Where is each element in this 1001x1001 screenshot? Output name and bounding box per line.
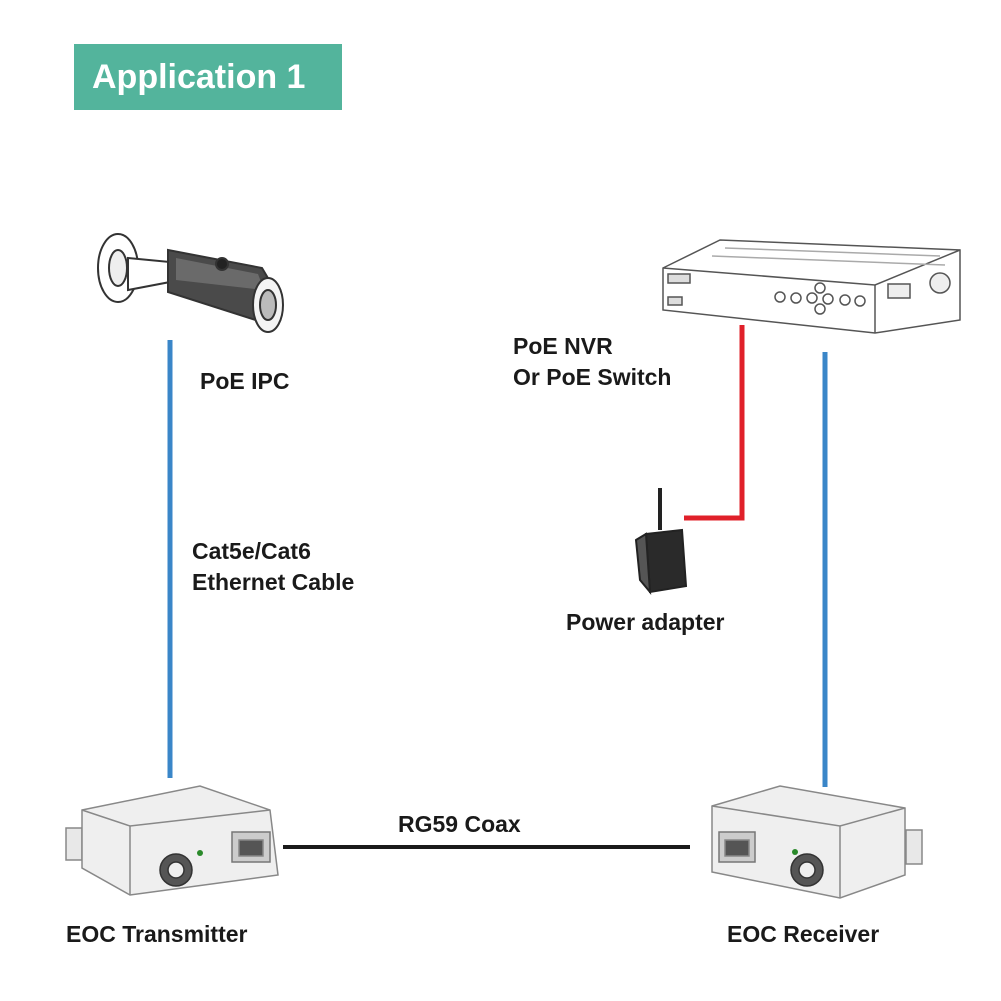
coax-label: RG59 Coax <box>398 811 521 837</box>
nvr-label-line2: Or PoE Switch <box>513 364 672 390</box>
eoc-transmitter-icon <box>65 785 279 896</box>
title-text: Application 1 <box>92 57 306 96</box>
power-adapter-label: Power adapter <box>566 609 725 635</box>
ipc-label: PoE IPC <box>200 368 290 394</box>
bullet-camera-icon <box>97 233 284 333</box>
nvr-label-line1: PoE NVR <box>513 333 613 359</box>
cable-label-line1: Cat5e/Cat6 <box>192 538 311 564</box>
title-badge: Application 1 <box>74 44 342 110</box>
transmitter-label: EOC Transmitter <box>66 921 248 947</box>
power-adapter-icon <box>634 488 688 596</box>
cable-label-line2: Ethernet Cable <box>192 569 355 595</box>
power-cable <box>684 325 745 521</box>
eoc-receiver-icon <box>711 785 923 899</box>
receiver-label: EOC Receiver <box>727 921 880 947</box>
nvr-recorder-icon <box>662 239 961 334</box>
